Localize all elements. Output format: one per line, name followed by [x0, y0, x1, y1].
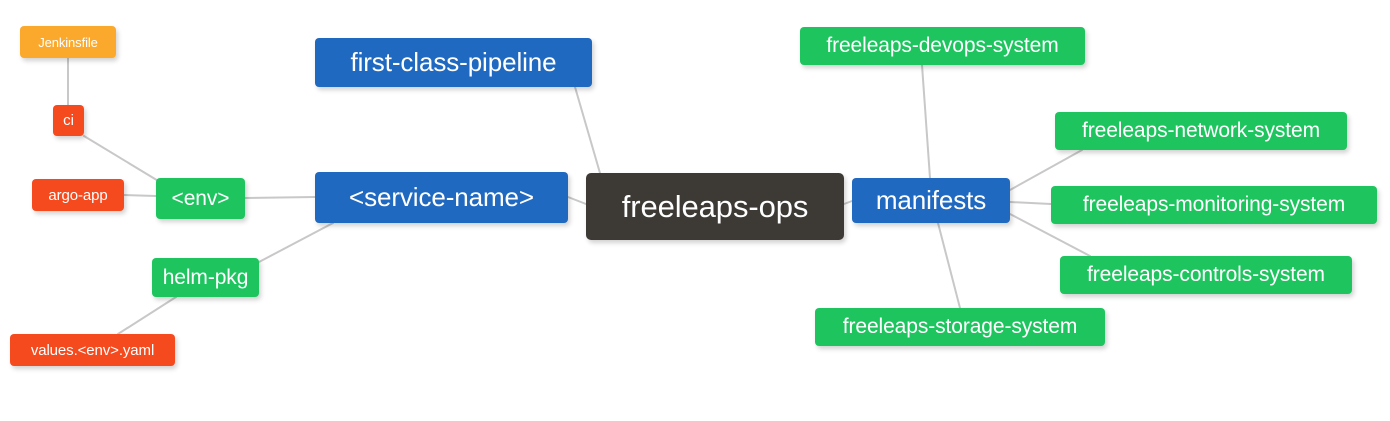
node-manifests[interactable]: manifests: [852, 178, 1010, 223]
node-label: freeleaps-devops-system: [826, 34, 1059, 57]
node-label: helm-pkg: [162, 265, 249, 289]
node-env[interactable]: <env>: [156, 178, 245, 219]
edge-freeleaps-ops-to-first-class-pipeline: [574, 86, 603, 181]
edge-env-to-ci: [83, 135, 161, 183]
node-argo-app[interactable]: argo-app: [32, 179, 124, 211]
node-freeleaps-ops[interactable]: freeleaps-ops: [586, 173, 844, 240]
edge-helm-pkg-to-values-env-yaml: [117, 296, 177, 335]
node-label: freeleaps-network-system: [1081, 119, 1320, 142]
edge-freeleaps-ops-to-service-name: [567, 196, 587, 205]
node-freeleaps-storage-system[interactable]: freeleaps-storage-system: [815, 308, 1105, 346]
edge-service-name-to-helm-pkg: [258, 222, 334, 263]
edge-manifests-to-freeleaps-storage-system: [937, 222, 961, 309]
edge-env-to-argo-app: [123, 194, 157, 197]
node-label: freeleaps-storage-system: [842, 315, 1078, 338]
node-values-env-yaml[interactable]: values.<env>.yaml: [10, 334, 175, 366]
node-label: freeleaps-controls-system: [1087, 263, 1325, 286]
node-label: freeleaps-monitoring-system: [1082, 193, 1346, 216]
node-first-class-pipeline[interactable]: first-class-pipeline: [315, 38, 592, 87]
node-label: manifests: [875, 185, 987, 215]
edge-freeleaps-ops-to-manifests: [843, 200, 853, 205]
node-service-name[interactable]: <service-name>: [315, 172, 568, 223]
edge-service-name-to-env: [244, 196, 316, 199]
node-jenkinsfile[interactable]: Jenkinsfile: [20, 26, 116, 58]
node-label: argo-app: [48, 186, 108, 204]
node-freeleaps-devops-system[interactable]: freeleaps-devops-system: [800, 27, 1085, 65]
node-label: Jenkinsfile: [38, 34, 98, 50]
node-label: first-class-pipeline: [350, 47, 557, 77]
node-freeleaps-network-system[interactable]: freeleaps-network-system: [1055, 112, 1347, 150]
node-label: ci: [63, 112, 74, 129]
edge-manifests-to-freeleaps-devops-system: [921, 64, 931, 179]
node-helm-pkg[interactable]: helm-pkg: [152, 258, 259, 297]
node-label: <env>: [171, 186, 230, 210]
edge-manifests-to-freeleaps-network-system: [1009, 149, 1083, 191]
node-freeleaps-controls-system[interactable]: freeleaps-controls-system: [1060, 256, 1352, 294]
node-label: <service-name>: [348, 182, 535, 212]
node-freeleaps-monitoring-system[interactable]: freeleaps-monitoring-system: [1051, 186, 1377, 224]
node-ci[interactable]: ci: [53, 105, 84, 136]
node-label: values.<env>.yaml: [30, 341, 155, 359]
node-label: freeleaps-ops: [621, 188, 809, 224]
edge-manifests-to-freeleaps-monitoring-system: [1009, 201, 1052, 205]
